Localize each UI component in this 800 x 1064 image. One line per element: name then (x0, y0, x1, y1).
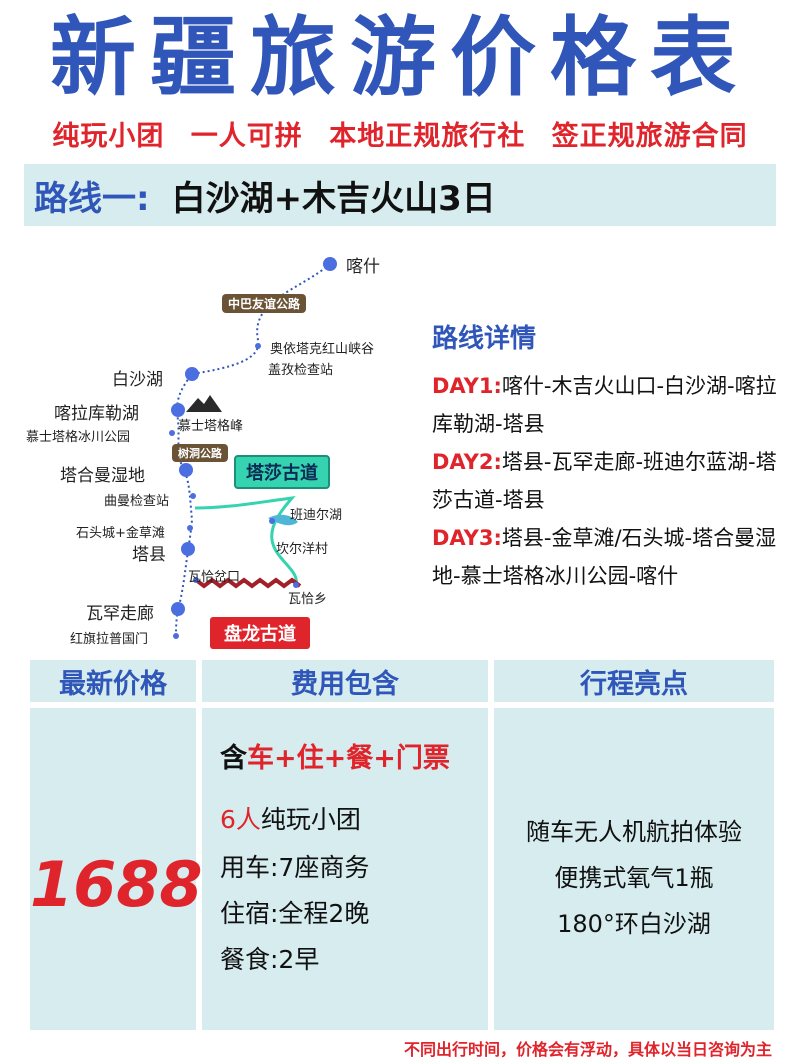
tagline-item: 本地正规旅行社 (329, 121, 526, 152)
tagline-item: 签正规旅游合同 (551, 121, 748, 152)
label-mushitage-park: 慕士塔格冰川公园 (26, 430, 131, 445)
label-gaizi: 盖孜检查站 (268, 363, 334, 378)
include-car: 用车:7座商务 (220, 853, 370, 882)
label-waqiachakou: 瓦恰岔口 (188, 570, 241, 585)
wahan-dot (171, 602, 185, 616)
highlight-item: 随车无人机航拍体验 (526, 818, 742, 846)
day-1-text: 喀什-木吉火山口-白沙湖-喀拉库勒湖-塔县 (432, 374, 777, 436)
kashgar-dot (323, 257, 337, 271)
main-route-line (175, 263, 331, 639)
label-taxian: 塔县 (132, 545, 166, 565)
include-meal: 餐食:2早 (220, 945, 320, 974)
callout-tasha: 塔莎古道 (234, 455, 330, 489)
mountain-icon (186, 395, 222, 412)
mushitage-park-dot (169, 430, 175, 436)
bandier-dot (269, 518, 275, 524)
tagline-item: 一人可拼 (190, 121, 303, 152)
day-3-tag: DAY3: (432, 526, 502, 550)
day-2: DAY2:塔县-瓦罕走廊-班迪尔蓝湖-塔莎古道-塔县 (432, 443, 792, 519)
day-1-tag: DAY1: (432, 374, 502, 398)
callout-panlong: 盘龙古道 (210, 617, 310, 649)
tagline-item: 纯玩小团 (52, 121, 165, 152)
tahe-dot (179, 463, 193, 477)
label-hongqila: 红旗拉普国门 (70, 632, 149, 647)
include-stay: 住宿:全程2晚 (220, 899, 370, 928)
route-map-drawing (169, 257, 337, 639)
price-value: 1688 (30, 848, 203, 921)
day-2-tag: DAY2: (432, 450, 502, 474)
route-label: 路线一: (34, 178, 150, 219)
include-group-count: 6人 (220, 805, 261, 834)
waqiachakou-dot (193, 577, 199, 583)
label-bandier: 班迪尔湖 (290, 508, 343, 523)
route-band: 路线一: 白沙湖+木吉火山3日 (24, 164, 776, 226)
price-cell: 1688 (30, 708, 203, 1030)
page-title: 新疆旅游价格表 (50, 8, 750, 108)
footnote: 不同出行时间，价格会有浮动，具体以当日咨询为主 (403, 1040, 772, 1059)
day-3: DAY3:塔县-金草滩/石头城-塔合曼湿地-慕士塔格冰川公园-喀什 (432, 519, 792, 595)
hongqila-dot (173, 633, 179, 639)
label-kashgar: 喀什 (346, 257, 380, 277)
label-mushitage-peak: 慕士塔格峰 (178, 419, 244, 434)
waqiaxiang-dot (293, 582, 299, 588)
include-group: 6人纯玩小团 (220, 800, 361, 836)
taxian-dot (181, 542, 195, 556)
shitou-dot (187, 525, 193, 531)
baisha-dot (185, 367, 199, 381)
header-highlights: 行程亮点 (494, 660, 774, 702)
day-2-text: 塔县-瓦罕走廊-班迪尔蓝湖-塔莎古道-塔县 (432, 450, 777, 512)
include-highlight: 车+住+餐+门票 (247, 743, 450, 774)
day-1: DAY1:喀什-木吉火山口-白沙湖-喀拉库勒湖-塔县 (432, 367, 792, 443)
label-shudong-road: 树洞公路 (172, 444, 228, 462)
aoyi-dot (255, 343, 261, 349)
details-heading: 路线详情 (432, 324, 537, 354)
header-price: 最新价格 (30, 660, 196, 702)
label-waqiaxiang: 瓦恰乡 (288, 592, 328, 607)
day-3-text: 塔县-金草滩/石头城-塔合曼湿地-慕士塔格冰川公园-喀什 (432, 526, 777, 588)
route-details: 路线详情 DAY1:喀什-木吉火山口-白沙湖-喀拉库勒湖-塔县 DAY2:塔县-… (432, 318, 792, 595)
header-include: 费用包含 (202, 660, 488, 702)
qumansation-dot (190, 493, 196, 499)
highlight-item: 便携式氧气1瓶 (554, 864, 714, 892)
include-summary: 含车+住+餐+门票 (220, 736, 450, 775)
route-name: 白沙湖+木吉火山3日 (171, 178, 496, 219)
label-tahe: 塔合曼湿地 (60, 466, 145, 486)
label-qumansation: 曲曼检查站 (104, 494, 170, 509)
label-aoyi: 奥依塔克红山峡谷 (270, 342, 375, 357)
include-prefix: 含 (220, 743, 247, 774)
highlight-item: 180°环白沙湖 (557, 910, 711, 938)
label-wahan: 瓦罕走廊 (86, 604, 154, 624)
label-shitou: 石头城+金草滩 (76, 526, 165, 541)
label-baisha: 白沙湖 (112, 370, 163, 390)
label-kanyer: 坎尔洋村 (276, 542, 329, 557)
panlong-route-line (194, 577, 302, 589)
include-cell: 含车+住+餐+门票 6人纯玩小团 用车:7座商务 住宿:全程2晚 餐食:2早 (202, 708, 488, 1030)
route-map: 喀什 中巴友谊公路 奥依塔克红山峡谷 盖孜检查站 白沙湖 喀拉库勒湖 慕士塔格峰… (0, 240, 420, 650)
tagline-row: 纯玩小团 一人可拼 本地正规旅行社 签正规旅游合同 (0, 114, 800, 153)
tasha-route-line (194, 496, 298, 586)
label-kalakuli: 喀拉库勒湖 (54, 404, 139, 424)
kalakuli-dot (171, 403, 185, 417)
highlights-cell: 随车无人机航拍体验 便携式氧气1瓶 180°环白沙湖 (494, 708, 774, 1030)
label-zhongba-road: 中巴友谊公路 (222, 294, 307, 313)
include-group-rest: 纯玩小团 (260, 805, 361, 834)
bandier-lake-shape (268, 514, 298, 526)
